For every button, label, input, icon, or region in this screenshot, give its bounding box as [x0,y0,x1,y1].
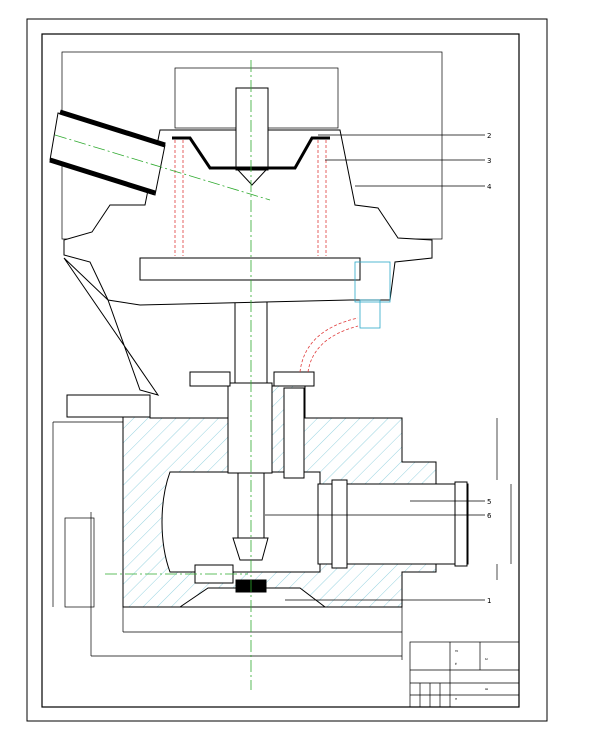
callout-3: 3 [487,157,491,165]
hidden-fitting [354,261,391,329]
callout-6: 6 [487,512,492,520]
title-block [409,641,520,708]
inlet-tube [49,109,166,196]
lower-body [66,385,469,608]
title-block-text-3: Ш [485,687,488,691]
title-block-text-4: Н [455,697,457,701]
callout-1: 1 [487,597,491,605]
title-block-text-5: Ы [485,657,488,661]
center-lines [54,60,271,690]
outer-border [26,18,548,722]
diaphragm [172,136,330,170]
inner-border [41,33,520,708]
callout-2: 2 [487,132,491,140]
title-block-text-1: Ю [455,649,459,653]
callout-5: 5 [487,498,491,506]
title-block-text-2: Ё [455,661,457,666]
callout-4: 4 [487,183,492,191]
hidden-lines [174,140,359,373]
title-block-text: Ю Ё Ш Н Ы [455,649,488,701]
callouts: 2 3 4 5 6 1 [487,132,492,605]
leader-lines [265,134,485,601]
